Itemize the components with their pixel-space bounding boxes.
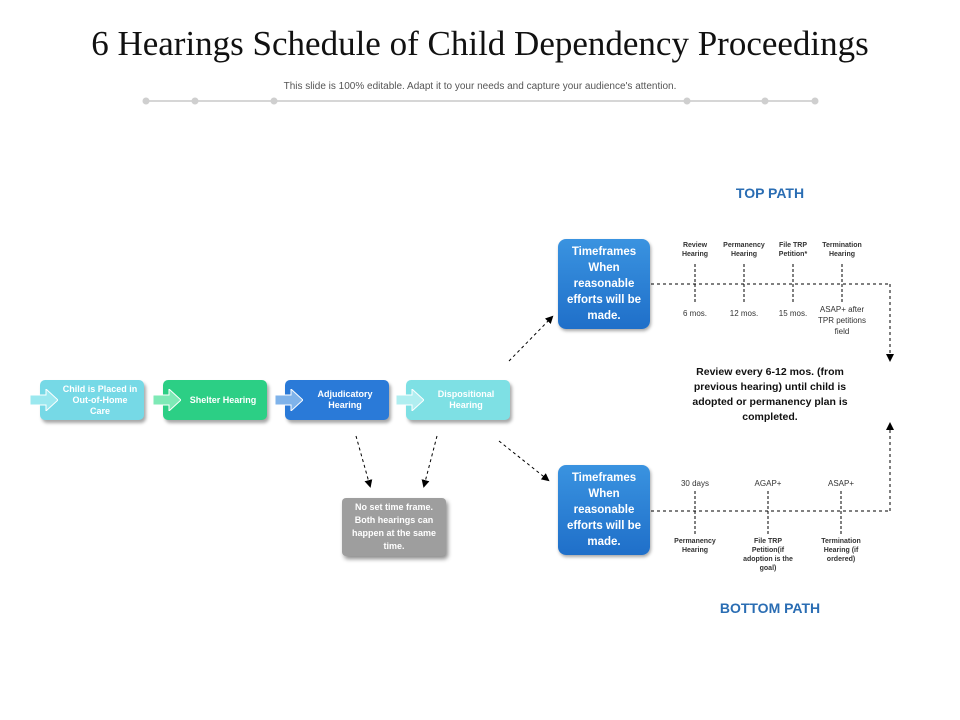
bottom-time-30days: 30 days <box>680 479 710 488</box>
step-label: Child is Placed in Out-of-Home Care <box>62 383 138 416</box>
page-subtitle: This slide is 100% editable. Adapt it to… <box>283 81 677 92</box>
bottom-time-agap: AGAP+ <box>754 479 782 488</box>
chevron-arrow-icon <box>396 389 424 411</box>
bottom-timeframes-box: Timeframes When reasonable efforts will … <box>558 465 650 555</box>
top-hearing-termination: Termination Hearing <box>822 242 862 258</box>
chevron-arrow-icon <box>30 389 58 411</box>
arrow-to-top-path <box>508 315 554 362</box>
top-time-6mos: 6 mos. <box>682 309 707 318</box>
arrow-dispositional-to-note <box>421 435 438 488</box>
page-title: 6 Hearings Schedule of Child Dependency … <box>91 24 869 63</box>
step-label: Shelter Hearing <box>189 394 257 405</box>
bottom-path-timeline <box>651 422 894 534</box>
top-hearing-permanency: Permanency Hearing <box>723 242 765 258</box>
note-text: No set time frame. Both hearings can hap… <box>351 502 437 551</box>
top-path-label: TOP PATH <box>735 185 805 201</box>
top-hearing-file-trp: File TRP Petition* <box>778 242 808 258</box>
chevron-arrow-icon <box>275 389 303 411</box>
no-time-frame-note: No set time frame. Both hearings can hap… <box>342 498 446 556</box>
top-hearing-review: Review Hearing <box>681 242 709 258</box>
bottom-hearing-file-trp: File TRP Petition(if adoption is the goa… <box>743 538 793 572</box>
top-timeframes-box: Timeframes When reasonable efforts will … <box>558 239 650 329</box>
bottom-hearing-permanency: Permanency Hearing <box>674 538 716 554</box>
top-path-timeline <box>651 264 894 362</box>
review-note: Review every 6-12 mos. (from previous he… <box>692 366 848 423</box>
chevron-arrow-icon <box>153 389 181 411</box>
arrow-to-bottom-path <box>498 440 550 482</box>
top-time-12mos: 12 mos. <box>729 309 759 318</box>
step-label: Dispositional Hearing <box>437 389 495 410</box>
bottom-path-label: BOTTOM PATH <box>719 600 821 616</box>
step-shelter-hearing: Shelter Hearing <box>153 380 267 420</box>
subtitle-decor-line <box>142 97 819 105</box>
top-time-15mos: 15 mos. <box>778 309 808 318</box>
step-adjudicatory-hearing: Adjudicatory Hearing <box>275 380 389 420</box>
timeframes-text: Timeframes When reasonable efforts will … <box>566 472 642 548</box>
step-dispositional-hearing: Dispositional Hearing <box>396 380 510 420</box>
arrow-adjudicatory-to-note <box>355 435 373 488</box>
bottom-hearing-termination: Termination Hearing (if ordered) <box>821 538 861 563</box>
timeframes-text: Timeframes When reasonable efforts will … <box>566 246 642 322</box>
step-out-of-home-care: Child is Placed in Out-of-Home Care <box>30 380 144 420</box>
step-label: Adjudicatory Hearing <box>317 389 373 410</box>
bottom-time-asap: ASAP+ <box>827 479 854 488</box>
top-time-asap: ASAP+ after TPR petitions field <box>817 305 867 336</box>
